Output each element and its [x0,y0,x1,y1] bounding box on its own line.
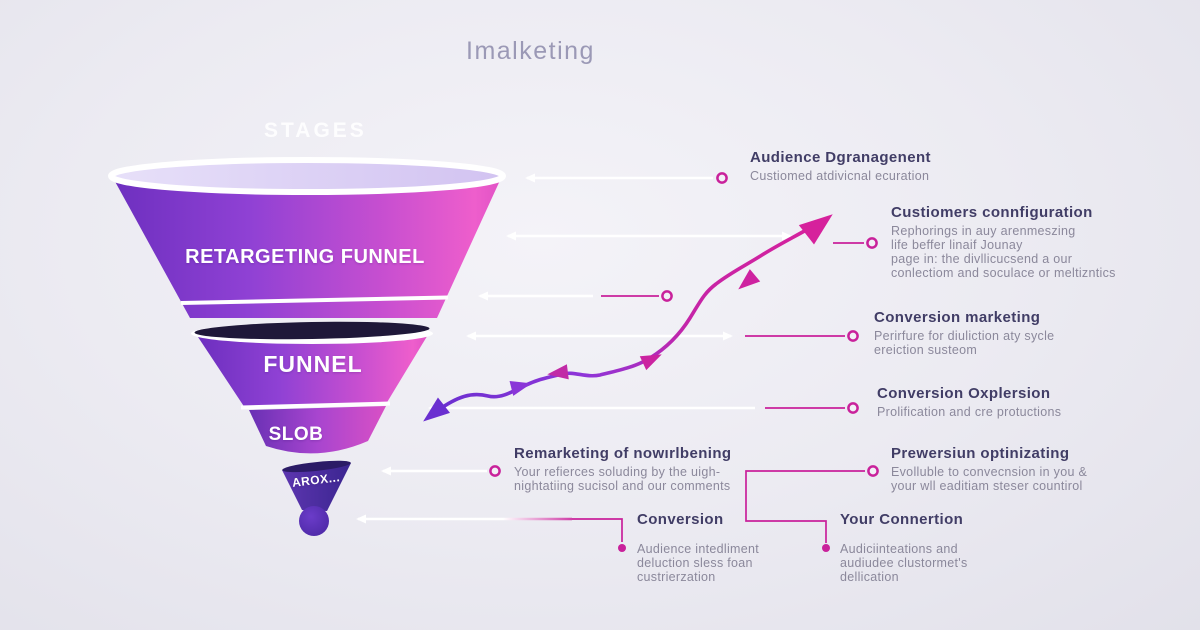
arrow-mid-icon [547,364,569,380]
magenta-connectors [572,242,865,543]
annotation-conversion: Conversion Audience intedliment deluctio… [637,511,759,584]
connector-elbow-conversion [572,518,623,542]
annotation-conversion-marketing: Conversion marketing Perirfure for diuli… [874,309,1054,357]
funnel-arox-lip [282,460,351,473]
annotation-line: deluction sless foan [637,556,753,570]
annotation-line: Your refierces soluding by the uigh- [514,465,721,479]
annotation-title: Prewersiun optinizating [891,445,1070,462]
annotation-line: dellication [840,570,899,584]
annotation-audience-dgranagenent: Audience Dgranagenent Custiomed atdivicn… [750,149,931,183]
funnel-divider-1 [180,295,449,305]
annotation-line: life beffer linaif Jounay [891,238,1023,252]
circle-marker-icon [489,465,501,477]
annotation-custiomers-connfiguration: Custiomers connfiguration Rephorings in … [891,204,1116,280]
circle-marker-icon [847,330,859,342]
dot-marker-icon [822,544,830,552]
annotation-line: Prolification and cre protuctions [877,405,1062,419]
circle-marker-icon [867,465,879,477]
annotation-line: nightatiing sucisol and our comments [514,479,731,493]
annotation-title: Conversion [637,511,724,528]
funnel-label-funnel: FUNNEL [263,351,363,377]
annotation-remarketing: Remarketing of nowırlbening Your refierc… [514,445,731,493]
connector-elbow-your-connertion [745,470,865,543]
funnel-section-funnel [198,333,429,408]
funnel-section-slob [249,406,386,454]
annotation-line: audiudee clustormet's [840,556,968,570]
annotation-title: Custiomers connfiguration [891,204,1093,221]
annotation-title: Conversion Oxplersion [877,385,1051,402]
annotation-line: Audience intedliment [637,542,760,556]
circle-marker-icon [847,402,859,414]
page-title: Imalketing [466,37,595,65]
annotation-line: ereiction susteom [874,343,978,357]
annotation-conversion-oxplersion: Conversion Oxplersion Prolification and … [877,385,1061,419]
annotation-line: custrierzation [637,570,716,584]
annotation-title: Audience Dgranagenent [750,149,931,166]
arrow-tip-icon [798,214,833,245]
annotation-prewersiun-optinizating: Prewersiun optinizating Evolluble to con… [891,445,1087,493]
circle-markers [489,172,879,552]
annotation-line: conlectiom and soculace or meltizntics [891,266,1116,280]
dot-marker-icon [618,544,626,552]
annotation-title: Your Connertion [840,511,964,528]
growth-squiggle-arrow [423,214,833,422]
white-connector-lines [381,173,792,476]
squiggle-path [435,227,810,413]
funnel-label-retargeting: RETARGETING FUNNEL [185,246,425,268]
annotation-line: page in: the divllicucsend a our [891,252,1073,266]
annotation-title: Conversion marketing [874,309,1041,326]
annotation-title: Remarketing of nowırlbening [514,445,732,462]
arrow-mid-icon [738,269,761,290]
funnel-label-slob: SLOB [268,424,324,445]
annotation-line: Evolluble to convecnsion in you & [891,465,1088,479]
annotation-line: Audiciinteations and [840,542,958,556]
annotation-line: Rephorings in auy arenmeszing [891,224,1076,238]
arrow-tail-icon [423,397,450,422]
funnel-drop-ball [299,506,329,536]
funnel-section-retargeting [112,176,502,318]
funnel-shape [108,157,506,536]
annotation-line: your wll eaditiam steser countirol [891,479,1083,493]
annotation-line: Perirfure for diuliction aty sycle [874,329,1055,343]
circle-marker-icon [661,290,673,302]
circle-marker-icon [866,237,878,249]
stages-label: STAGES [264,119,367,142]
circle-marker-icon [716,172,728,184]
funnel-top-rim [108,157,506,195]
arrow-mid-icon [639,354,662,371]
funnel-section-arox [282,463,351,511]
arrow-mid-icon [509,380,532,396]
funnel-divider-2 [240,401,391,410]
annotation-line: Custiomed atdivicnal ecuration [750,169,930,183]
funnel-mouth-dark [194,321,430,340]
annotation-your-connertion: Your Connertion Audiciinteations and aud… [840,511,968,584]
